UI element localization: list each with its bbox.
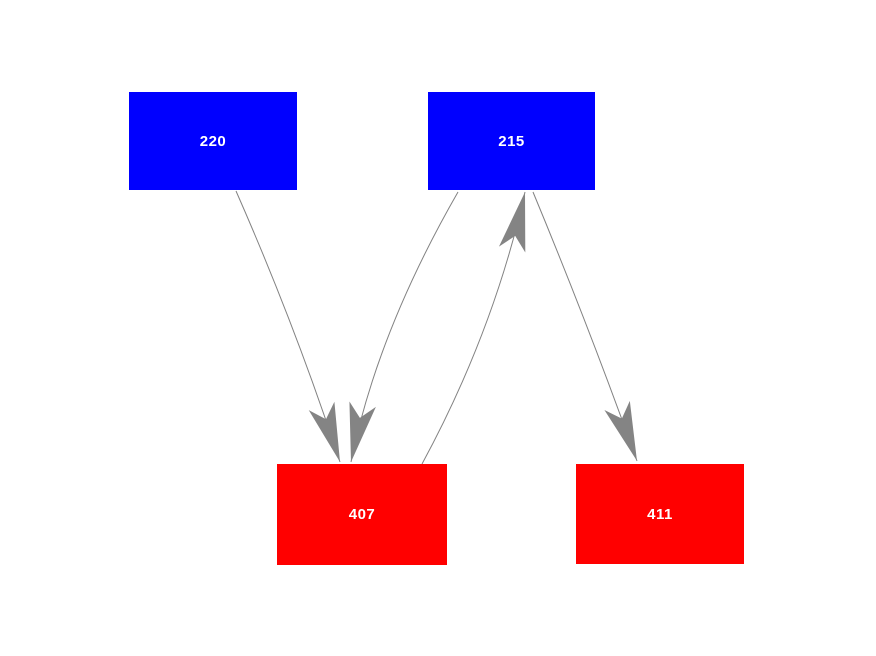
node-220[interactable]: 220	[129, 92, 297, 190]
node-220-label: 220	[199, 132, 227, 150]
node-407[interactable]: 407	[277, 464, 447, 565]
node-215[interactable]: 215	[428, 92, 595, 190]
node-215-label: 215	[498, 132, 525, 150]
node-407-label: 407	[348, 506, 376, 523]
arrowhead-icon-407-215	[498, 192, 526, 253]
node-411[interactable]: 411	[576, 464, 744, 564]
node-411-label: 411	[647, 505, 673, 523]
arrowhead-icon-215-407	[349, 401, 376, 462]
arrowhead-icon-220-407	[308, 401, 340, 462]
arrowhead-icon-215-411	[604, 400, 637, 461]
